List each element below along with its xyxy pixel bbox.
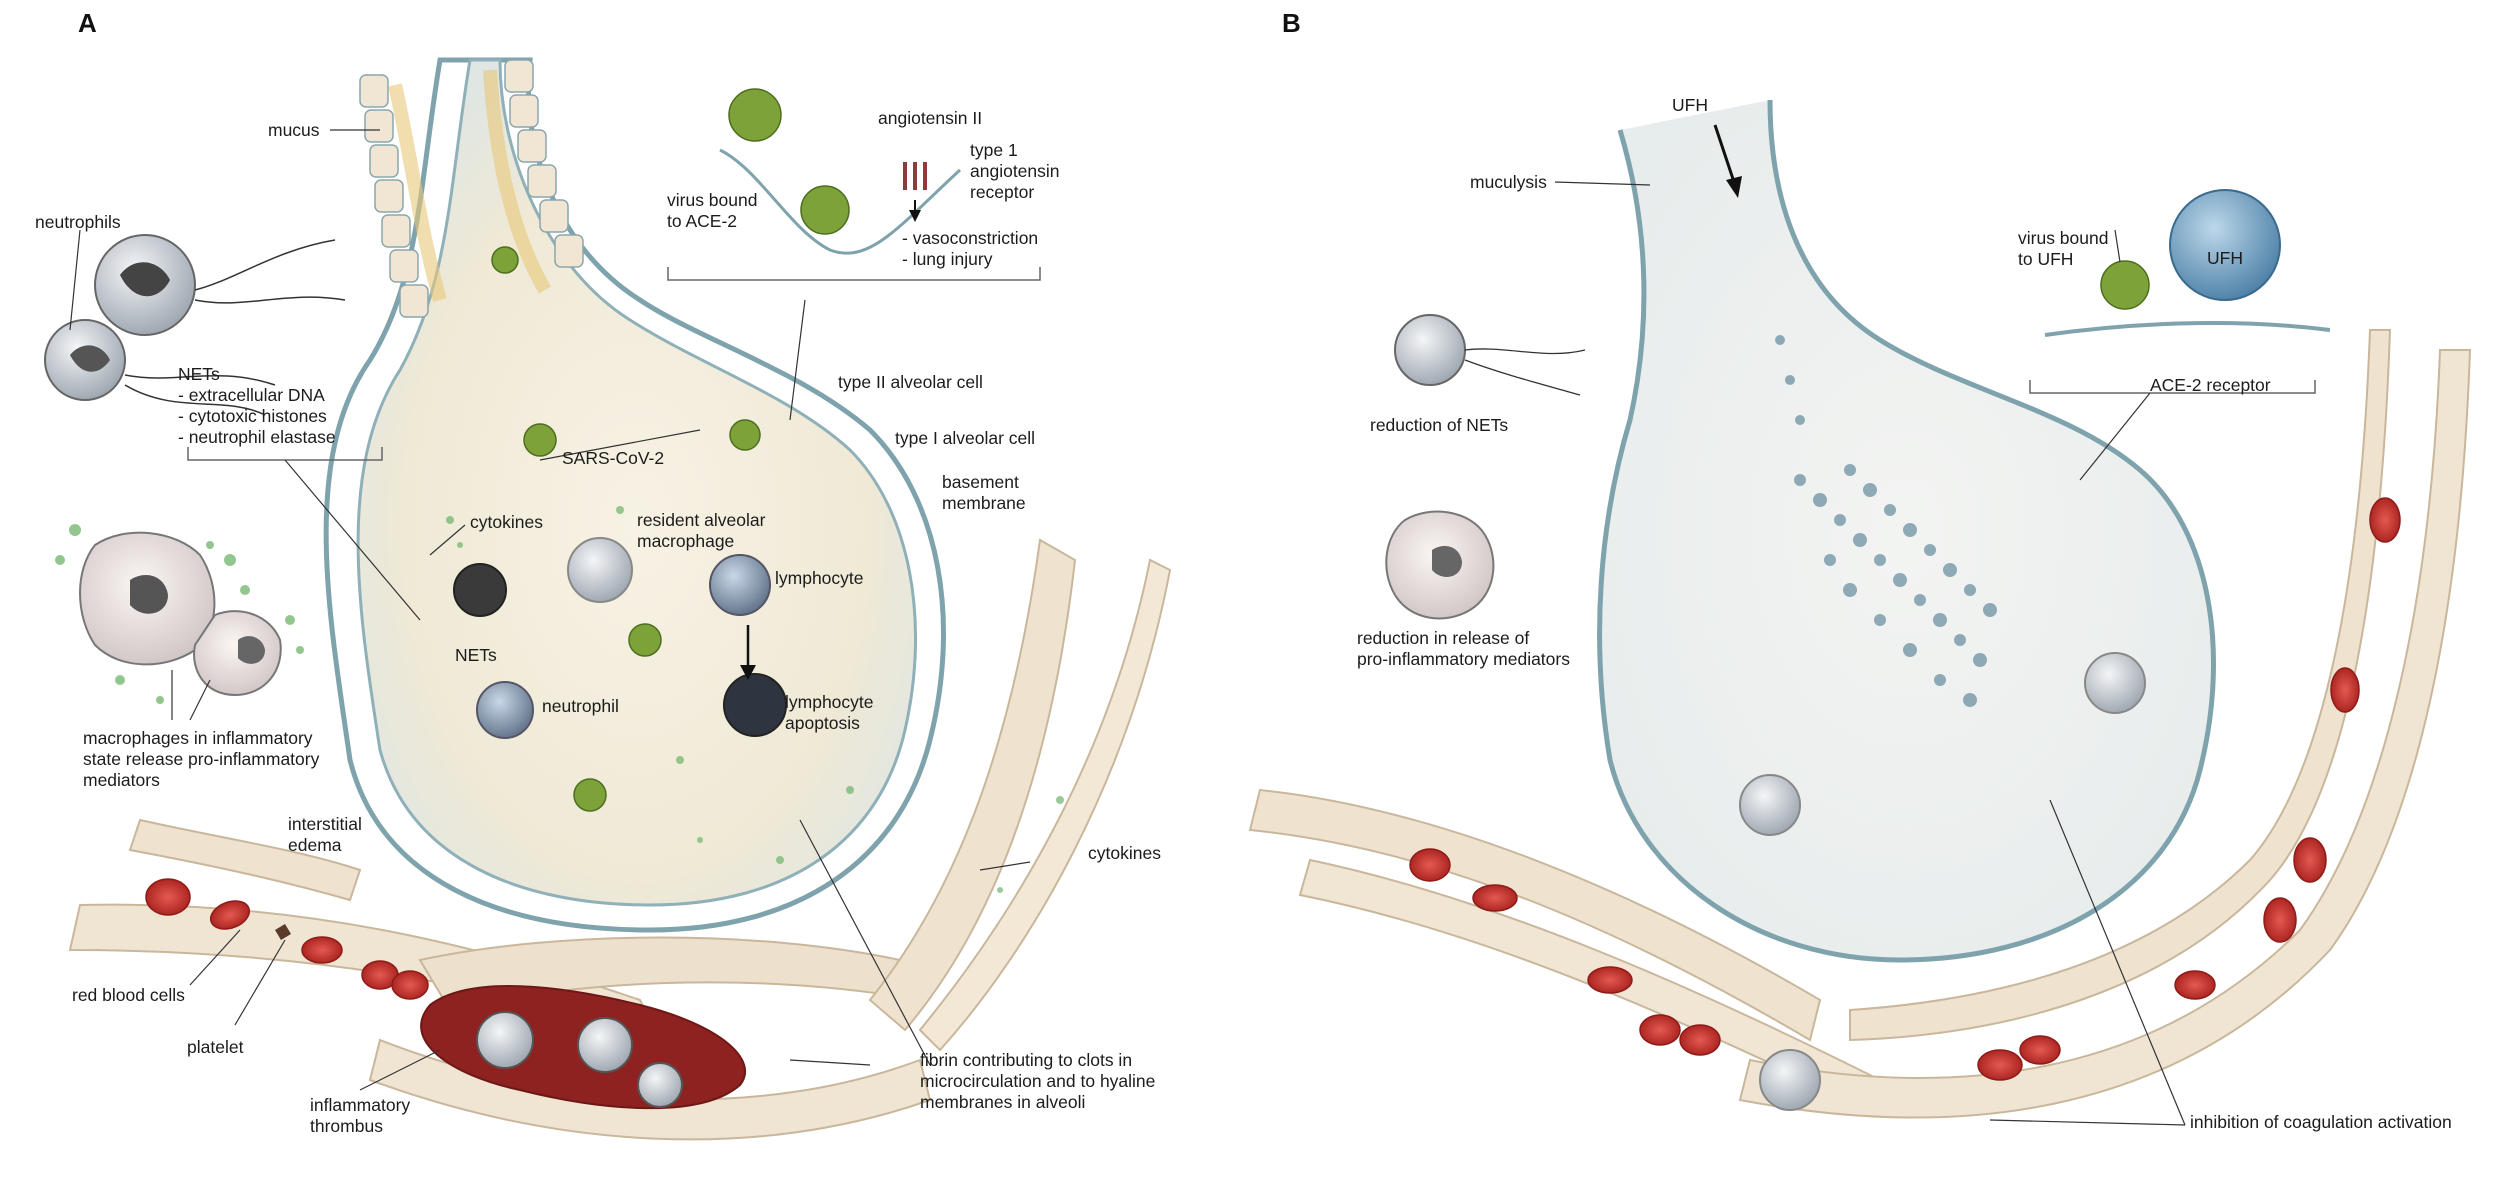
label-reduction-mediators: reduction in release of pro-inflammatory… [1357, 628, 1570, 670]
label-muculysis: muculysis [1470, 172, 1547, 192]
reduction-mediators-line: reduction in release of [1357, 628, 1530, 648]
resident-macrophage-line: macrophage [637, 531, 735, 551]
label-ace2-receptor: ACE-2 receptor [2150, 375, 2271, 395]
panel-letter-a: A [78, 8, 97, 38]
label-basement-membrane: basement membrane [942, 472, 1026, 514]
label-angiotensin: angiotensin II [878, 108, 983, 128]
label-fibrin: fibrin contributing to clots in microcir… [920, 1050, 1155, 1113]
effects-line: - lung injury [902, 249, 993, 269]
thrombus-line: inflammatory [310, 1095, 411, 1115]
label-ufh-top: UFH [1672, 95, 1708, 115]
label-cytokines-inner: cytokines [470, 512, 543, 532]
panel-b-art [1248, 99, 2472, 1126]
macrophages-line: mediators [83, 770, 160, 790]
virus-icon [491, 88, 850, 812]
effects-line: - vasoconstriction [902, 228, 1039, 248]
fibrin-line: fibrin contributing to clots in [920, 1050, 1133, 1070]
macrophage-icon [79, 531, 282, 697]
label-coagulation: inhibition of coagulation activation [2190, 1112, 2452, 1132]
virus-bound-line: virus bound [667, 190, 758, 210]
interstitial-edema-line: interstitial [288, 814, 362, 834]
receptor-line: type 1 [970, 140, 1018, 160]
apoptosis-line: apoptosis [785, 713, 860, 733]
ufh-molecule-icon [2169, 189, 2281, 301]
label-type1-cell: type I alveolar cell [895, 428, 1036, 448]
label-virus-bound-ufh: virus bound to UFH [2018, 228, 2108, 270]
virus-bound-line: to ACE-2 [667, 211, 738, 231]
label-mucus: mucus [268, 120, 320, 140]
label-lymphocyte: lymphocyte [775, 568, 864, 588]
label-ufh-cell: UFH [2207, 248, 2243, 268]
nets-list-item: - extracellular DNA [178, 385, 325, 405]
label-interstitial-edema: interstitial edema [288, 814, 362, 856]
label-nets-list: NETs - extracellular DNA - cytotoxic his… [178, 364, 336, 448]
label-resident-macrophage: resident alveolar macrophage [637, 510, 765, 552]
label-neutrophils: neutrophils [35, 212, 121, 232]
nets-list-item: NETs [178, 364, 220, 384]
fibrin-line: microcirculation and to hyaline [920, 1071, 1156, 1091]
reduction-mediators-line: pro-inflammatory mediators [1357, 649, 1570, 669]
virus-ufh-line: virus bound [2018, 228, 2109, 248]
label-lymphocyte-apoptosis: lymphocyte apoptosis [785, 692, 874, 734]
basement-line: membrane [942, 493, 1026, 513]
resident-macrophage-line: resident alveolar [637, 510, 766, 530]
apoptosis-line: lymphocyte [785, 692, 874, 712]
thrombus-line: thrombus [310, 1116, 383, 1136]
virus-ufh-line: to UFH [2018, 249, 2074, 269]
label-red-blood-cells: red blood cells [72, 985, 185, 1005]
label-nets-small: NETs [455, 645, 497, 665]
receptor-line: angiotensin [970, 161, 1060, 181]
label-effects: - vasoconstriction - lung injury [902, 228, 1038, 270]
label-reduction-nets: reduction of NETs [1370, 415, 1509, 435]
neutrophil-icon [44, 234, 346, 416]
interstitial-edema-line: edema [288, 835, 342, 855]
label-virus-bound-ace2: virus bound to ACE-2 [667, 190, 757, 232]
nets-list-item: - neutrophil elastase [178, 427, 336, 447]
receptor-line: receptor [970, 182, 1035, 202]
macrophages-line: state release pro-inflammatory [83, 749, 320, 769]
label-type2-cell: type II alveolar cell [838, 372, 983, 392]
label-sars: SARS-CoV-2 [562, 448, 665, 468]
label-neutrophil: neutrophil [542, 696, 619, 716]
macrophages-line: macrophages in inflammatory [83, 728, 313, 748]
label-macrophages: macrophages in inflammatory state releas… [83, 728, 319, 791]
label-cytokines-outer: cytokines [1088, 843, 1161, 863]
panel-letter-b: B [1282, 8, 1301, 38]
nets-list-item: - cytotoxic histones [178, 406, 327, 426]
label-inflammatory-thrombus: inflammatory thrombus [310, 1095, 410, 1137]
label-receptor: type 1 angiotensin receptor [970, 140, 1060, 203]
label-platelet: platelet [187, 1037, 244, 1057]
fibrin-line: membranes in alveoli [920, 1092, 1086, 1112]
basement-line: basement [942, 472, 1019, 492]
panel-a-art [44, 57, 1172, 1141]
